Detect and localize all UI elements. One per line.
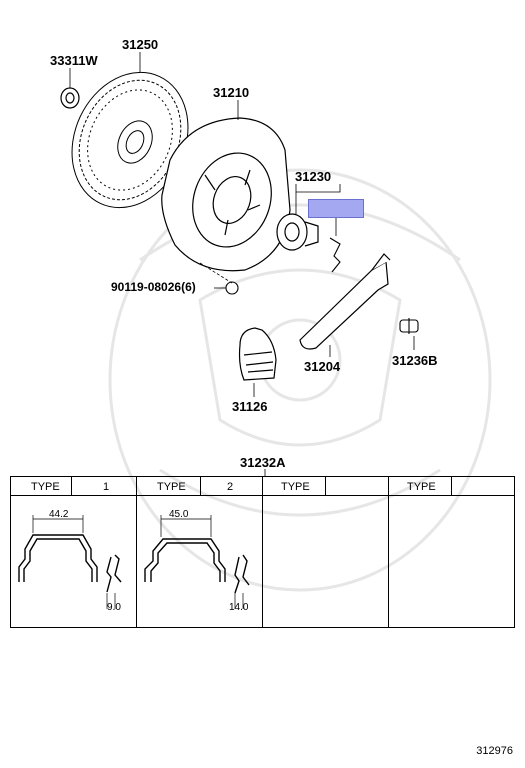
clip-type-table: TYPE 1 TYPE 2 TYPE TYPE <box>10 476 515 628</box>
type-label: TYPE <box>281 481 310 493</box>
part-number-31210: 31210 <box>213 85 250 100</box>
diagram-code: 312976 <box>476 745 513 757</box>
type-header-4: TYPE <box>389 477 514 496</box>
part-number-31126: 31126 <box>232 399 268 414</box>
part-number-31232: 31232A <box>240 455 286 470</box>
release-fork-part <box>299 253 391 350</box>
clip-drawings <box>18 515 250 609</box>
type-header-3: TYPE <box>263 477 388 496</box>
part-number-31230: 31230 <box>295 169 332 184</box>
boot-part <box>238 327 277 381</box>
clutch-disc-part <box>71 71 189 209</box>
type-column-1: TYPE 1 <box>11 477 137 627</box>
type-column-4: TYPE <box>389 477 514 627</box>
dimension-gap-2: 14.0 <box>229 602 249 613</box>
type-label: TYPE <box>407 481 436 493</box>
part-number-31250: 31250 <box>122 37 159 52</box>
type-column-3: TYPE <box>263 477 389 627</box>
dimension-gap-1: 9.0 <box>107 602 121 613</box>
type-value-1: 1 <box>103 481 110 493</box>
type-header-1: TYPE 1 <box>11 477 136 496</box>
dimension-width-2: 45.0 <box>169 509 189 520</box>
bearing-part <box>60 87 80 109</box>
part-number-33311: 33311W <box>50 53 98 68</box>
dimension-width-1: 44.2 <box>49 509 69 520</box>
type-label: TYPE <box>157 481 186 493</box>
type-column-2: TYPE 2 <box>137 477 263 627</box>
part-number-90119: 90119-08026(6) <box>111 280 196 294</box>
pressure-plate-part <box>161 117 291 272</box>
release-bearing-part <box>276 213 319 251</box>
hub-clip-part <box>329 237 341 273</box>
pivot-part <box>399 318 419 334</box>
highlight-marker <box>308 199 364 218</box>
type-header-2: TYPE 2 <box>137 477 262 496</box>
part-number-31236: 31236B <box>392 353 438 368</box>
type-label: TYPE <box>31 481 60 493</box>
type-value-2: 2 <box>227 481 234 493</box>
part-number-31204: 31204 <box>304 359 341 374</box>
bolt-part <box>225 281 239 295</box>
